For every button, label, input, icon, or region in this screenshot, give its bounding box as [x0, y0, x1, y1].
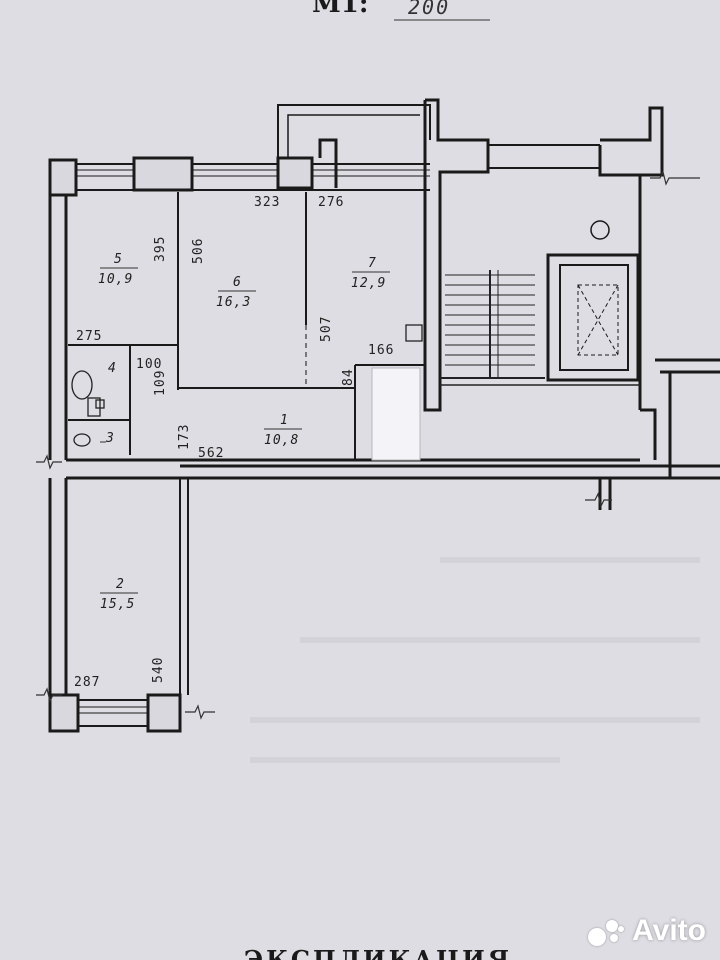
staircase: [440, 270, 640, 461]
dim-84: 84: [341, 368, 356, 386]
room-7: 7 12,9: [351, 256, 390, 291]
room-1-number: 1: [280, 413, 288, 428]
avito-logo-icon: [588, 916, 626, 946]
dim-166: 166: [368, 343, 394, 358]
dim-507: 507: [319, 316, 334, 342]
room-2-area: 15,5: [100, 597, 135, 612]
break-marks: [36, 170, 700, 720]
room-3: 3: [100, 431, 114, 446]
room-4-number: 4: [108, 361, 116, 376]
dim-173: 173: [177, 424, 192, 450]
room-labels: 5 10,9 6 16,3 7 12,9 1 10,8 2 15,5 3: [98, 252, 390, 612]
room-3-number: 3: [105, 431, 114, 446]
sanitary-fixtures: [71, 324, 423, 447]
room-7-area: 12,9: [351, 276, 386, 291]
room-4: 4: [108, 361, 116, 376]
dim-540: 540: [151, 657, 166, 683]
dim-506: 506: [191, 238, 206, 264]
room-5: 5 10,9: [98, 252, 138, 287]
dim-275: 275: [76, 329, 102, 344]
room-6: 6 16,3: [216, 275, 256, 310]
paper-bleed: [250, 557, 700, 763]
avito-watermark: Avito: [588, 914, 706, 948]
dim-395: 395: [153, 236, 168, 262]
dimensions: 323 276 275 100 166 562 287 395 506 507 …: [74, 195, 394, 690]
dim-562: 562: [198, 446, 224, 461]
room-6-number: 6: [233, 275, 241, 290]
scale-label: M1:: [312, 0, 368, 19]
explication-title: ЭКСПЛИКАЦИЯ: [244, 945, 512, 960]
room-1-area: 10,8: [264, 433, 299, 448]
dim-323: 323: [254, 195, 280, 210]
scale-value: 200: [408, 0, 450, 19]
room-2: 2 15,5: [100, 577, 138, 612]
avito-watermark-text: Avito: [632, 914, 706, 947]
room-5-area: 10,9: [98, 272, 133, 287]
elevator-shaft: [546, 220, 640, 382]
scale-header: M1: 200: [312, 0, 490, 21]
dim-100: 100: [136, 357, 162, 372]
room-2-number: 2: [116, 577, 124, 592]
room-7-number: 7: [368, 256, 376, 271]
dim-276: 276: [318, 195, 344, 210]
dim-109: 109: [153, 370, 168, 396]
dim-287: 287: [74, 675, 100, 690]
tape-sticker: [371, 367, 421, 461]
room-6-area: 16,3: [216, 295, 251, 310]
room-5-number: 5: [114, 252, 122, 267]
room-1: 1 10,8: [264, 413, 302, 448]
